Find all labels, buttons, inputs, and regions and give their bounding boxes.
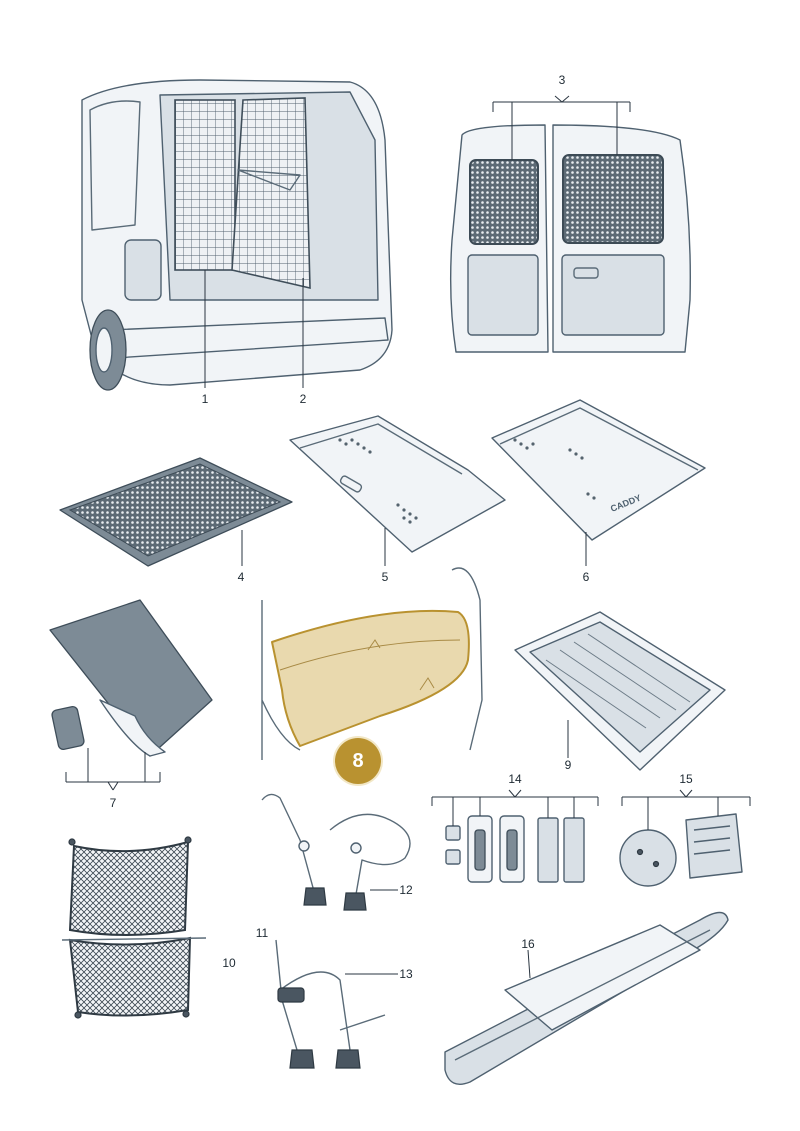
callout-2: 2	[299, 392, 307, 406]
callout-10: 10	[222, 956, 236, 970]
callout-13: 13	[399, 967, 413, 981]
callout-4: 4	[237, 570, 245, 584]
partition-grille-left	[174, 99, 236, 271]
floor-panel-long: CADDY	[491, 399, 706, 566]
tensioning-straps	[261, 793, 411, 911]
callout-12: 12	[399, 883, 413, 897]
partition-grille-right	[231, 97, 311, 290]
cover-cap-and-bracket	[619, 789, 751, 887]
van-rear-with-partition-grilles	[81, 79, 393, 391]
callout-15: 15	[679, 772, 693, 786]
callout-5: 5	[381, 570, 389, 584]
callout-3: 3	[558, 73, 566, 87]
callout-7: 7	[109, 796, 117, 810]
window-grille-left	[469, 159, 539, 245]
rear-doors-with-window-grilles	[449, 95, 691, 353]
callout-11: 11	[255, 926, 269, 940]
trim-pieces-set	[431, 789, 599, 883]
luggage-cover-roll	[444, 911, 729, 1085]
luggage-nets	[61, 836, 207, 1019]
protective-mat	[49, 599, 213, 791]
floor-panel-short	[289, 415, 506, 566]
callout-8-highlighted-badge: 8	[335, 738, 381, 784]
callout-1: 1	[201, 392, 209, 406]
side-trim-panel-highlighted	[261, 567, 483, 760]
window-grille-right	[562, 154, 664, 244]
callout-14: 14	[508, 772, 522, 786]
ratchet-straps	[275, 939, 398, 1069]
callout-6: 6	[582, 570, 590, 584]
mat-pad	[51, 706, 85, 750]
luggage-compartment-mat	[59, 457, 293, 567]
callout-9: 9	[564, 758, 572, 772]
callout-16: 16	[521, 937, 535, 951]
luggage-tray	[514, 611, 726, 771]
